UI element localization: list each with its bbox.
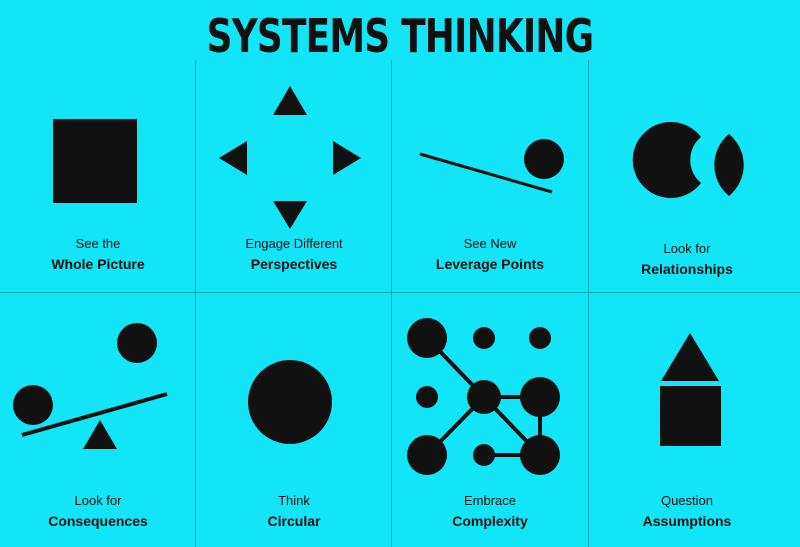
caption-line2: Whole Picture xyxy=(51,256,145,272)
caption-line2: Consequences xyxy=(48,513,148,529)
caption-line1: Engage Different xyxy=(245,236,343,251)
card-caption: Question Assumptions xyxy=(589,491,785,531)
caption-line1: Think xyxy=(278,493,310,508)
card-caption: Think Circular xyxy=(196,491,392,531)
card-caption: Look for Consequences xyxy=(0,491,196,531)
crescent-pair-icon xyxy=(632,122,744,199)
caption-line2: Assumptions xyxy=(642,513,732,529)
caption-line1: Look for xyxy=(74,493,122,508)
caption-line1: Embrace xyxy=(463,493,517,508)
page-title: SYSTEMS THINKING xyxy=(206,9,595,63)
grid-divider xyxy=(391,60,392,547)
grid-divider xyxy=(195,60,196,547)
caption-line2: Relationships xyxy=(641,261,733,277)
caption-line1: Question xyxy=(660,493,714,508)
seesaw-icon xyxy=(13,323,168,449)
house-icon xyxy=(660,333,721,446)
caption-line1: Look for xyxy=(663,241,711,256)
caption-line2: Complexity xyxy=(452,513,528,529)
circle-icon xyxy=(248,360,332,444)
caption-line1: See the xyxy=(75,236,121,251)
caption-line2: Perspectives xyxy=(250,256,338,272)
four-arrows-icon xyxy=(219,86,361,229)
caption-line2: Circular xyxy=(267,513,321,529)
card-caption: See the Whole Picture xyxy=(0,234,196,274)
grid-divider xyxy=(0,292,800,293)
grid-divider xyxy=(588,60,589,547)
lever-ball-icon xyxy=(419,139,564,194)
card-caption: Engage Different Perspectives xyxy=(196,234,392,274)
card-caption: See New Leverage Points xyxy=(392,234,588,274)
network-icon xyxy=(407,318,560,475)
card-caption: Embrace Complexity xyxy=(392,491,588,531)
caption-line1: See New xyxy=(463,236,517,251)
card-caption: Look for Relationships xyxy=(589,239,785,279)
caption-line2: Leverage Points xyxy=(435,256,545,272)
